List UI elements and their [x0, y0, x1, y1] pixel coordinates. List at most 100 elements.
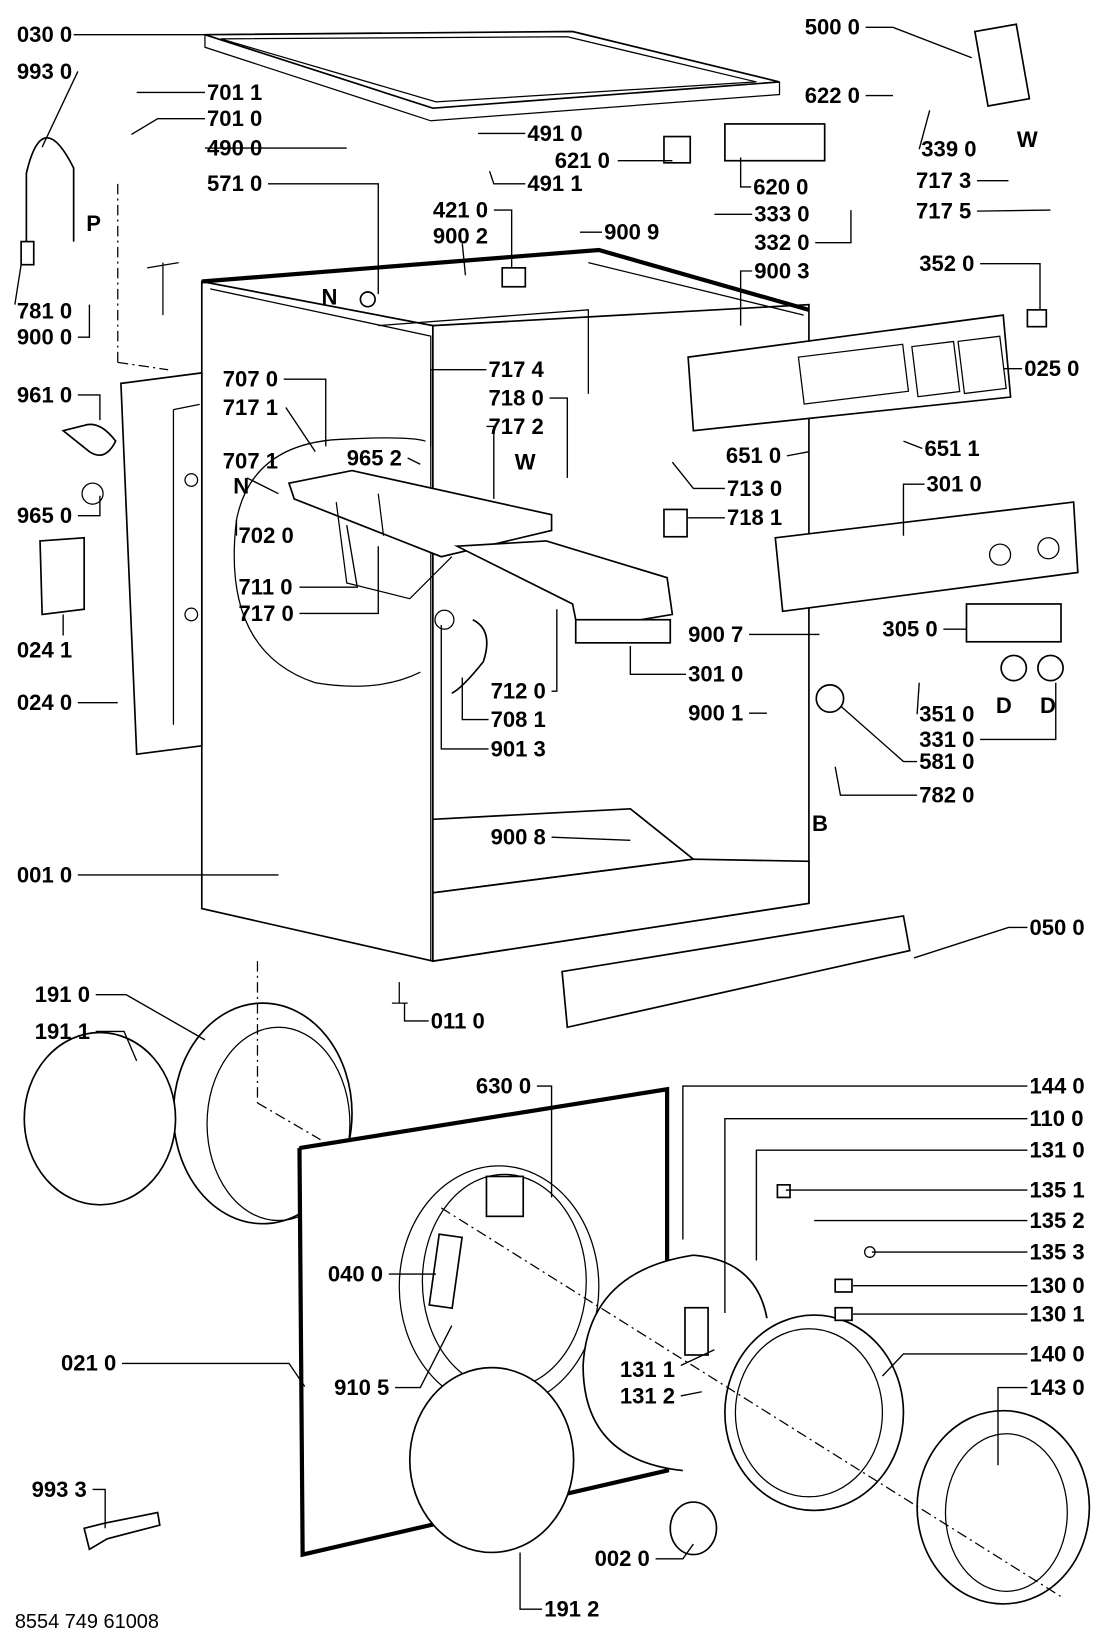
- dispenser-drawer: [453, 540, 674, 632]
- drain-pump-part: [61, 423, 117, 456]
- part-number-label: 717 4: [489, 357, 545, 382]
- part-number-label: 030 0: [17, 22, 72, 47]
- leader-line: [395, 1325, 453, 1389]
- hinge: [684, 1306, 709, 1356]
- leader-line: [283, 378, 327, 447]
- part-number-label: 421 0: [433, 197, 488, 222]
- leader-line: [536, 1085, 553, 1198]
- part-number-label: 712 0: [491, 679, 546, 704]
- part-number-label: 900 9: [604, 219, 659, 244]
- leader-line: [913, 926, 1028, 959]
- leader-line: [839, 705, 918, 763]
- porthole-back: [408, 1366, 575, 1554]
- leader-line: [786, 450, 810, 457]
- pressure-switch: [815, 684, 845, 713]
- part-number-label: 500 0: [805, 15, 860, 40]
- leader-line: [299, 546, 379, 615]
- part-number-label: 708 1: [491, 707, 546, 732]
- switch: [663, 135, 692, 164]
- part-number-label: 191 2: [544, 1597, 599, 1622]
- part-number-label: 717 2: [489, 414, 544, 439]
- part-number-label: 131 1: [620, 1357, 675, 1382]
- part-number-label: 050 0: [1029, 915, 1084, 940]
- part-number-label: 305 0: [882, 617, 937, 642]
- part-number-label: 301 0: [688, 662, 743, 687]
- kickplate: [561, 914, 911, 1029]
- part-drawings: [20, 23, 1091, 1605]
- leader-line: [976, 209, 1051, 212]
- part-number-label: 191 1: [35, 1019, 90, 1044]
- part-number-label: 140 0: [1029, 1341, 1084, 1366]
- part-number-label: 713 0: [727, 476, 782, 501]
- spanner: [83, 1511, 161, 1551]
- part-number-label: 622 0: [805, 83, 860, 108]
- door-lock: [485, 1175, 525, 1218]
- leader-line: [980, 262, 1041, 310]
- part-number-label: 630 0: [476, 1073, 531, 1098]
- part-number-label: 965 2: [347, 445, 402, 470]
- leader-line: [486, 425, 495, 499]
- leader-line: [430, 369, 487, 447]
- part-number-label: 581 0: [919, 749, 974, 774]
- part-number-label: 143 0: [1029, 1375, 1084, 1400]
- leader-line: [461, 243, 467, 276]
- leader-line: [519, 1552, 543, 1610]
- connector-letter: P: [86, 211, 101, 236]
- part-number-label: 025 0: [1024, 356, 1079, 381]
- part-number-label: 707 0: [223, 367, 278, 392]
- part-number-label: 110 0: [1029, 1106, 1083, 1131]
- leader-line: [682, 1085, 1028, 1240]
- part-number-label: 707 1: [223, 448, 278, 473]
- part-number-label: 021 0: [61, 1351, 116, 1376]
- leader-line: [680, 1349, 715, 1367]
- leader-line: [671, 461, 725, 490]
- leader-line: [95, 1030, 138, 1062]
- part-number-label: 900 2: [433, 224, 488, 249]
- part-number-label: 135 1: [1029, 1177, 1084, 1202]
- door-knob-cap: [669, 1501, 718, 1556]
- leader-line: [77, 394, 101, 421]
- part-number-label: 900 0: [17, 325, 72, 350]
- part-number-label: 717 0: [239, 601, 294, 626]
- door-glass-ring: [724, 1314, 905, 1512]
- hose: [451, 618, 488, 695]
- connector-letter: N: [322, 285, 338, 310]
- part-number-label: 130 0: [1029, 1273, 1084, 1298]
- leader-line: [655, 1543, 694, 1560]
- leader-line: [739, 270, 753, 326]
- part-number-label: 718 1: [727, 505, 782, 530]
- part-number-label: 718 0: [489, 385, 544, 410]
- part-number-label: 011 0: [431, 1008, 485, 1033]
- part-number-label: 130 1: [1029, 1301, 1084, 1326]
- leader-line: [407, 457, 421, 465]
- leader-line: [549, 397, 569, 478]
- part-number-label: 910 5: [334, 1375, 389, 1400]
- leader-line: [92, 1488, 106, 1529]
- connector-letter: B: [812, 811, 828, 836]
- part-number-label: 571 0: [207, 171, 262, 196]
- door-outer-ring: [916, 1409, 1091, 1605]
- part-number-label: 332 0: [754, 230, 809, 255]
- connector-letter: W: [515, 450, 536, 475]
- dispenser-housing: [287, 469, 553, 558]
- part-number-label: 339 0: [921, 137, 976, 162]
- interference-filter: [501, 267, 527, 288]
- leader-line: [299, 525, 359, 588]
- top-lid: [204, 30, 780, 110]
- leader-line: [834, 766, 918, 796]
- connector-letter: N: [233, 474, 249, 499]
- leader-line: [629, 645, 687, 676]
- leader-line: [440, 624, 489, 750]
- part-number-label: 717 3: [916, 168, 971, 193]
- part-number-label: 965 0: [17, 503, 72, 528]
- part-number-label: 900 1: [688, 701, 743, 726]
- leader-line: [724, 1117, 1028, 1313]
- leader-line: [916, 682, 920, 715]
- part-number-label: 782 0: [919, 782, 974, 807]
- part-number-label: 900 7: [688, 622, 743, 647]
- part-number-label: 651 0: [726, 443, 781, 468]
- document-number: 8554 749 61008: [15, 1611, 159, 1633]
